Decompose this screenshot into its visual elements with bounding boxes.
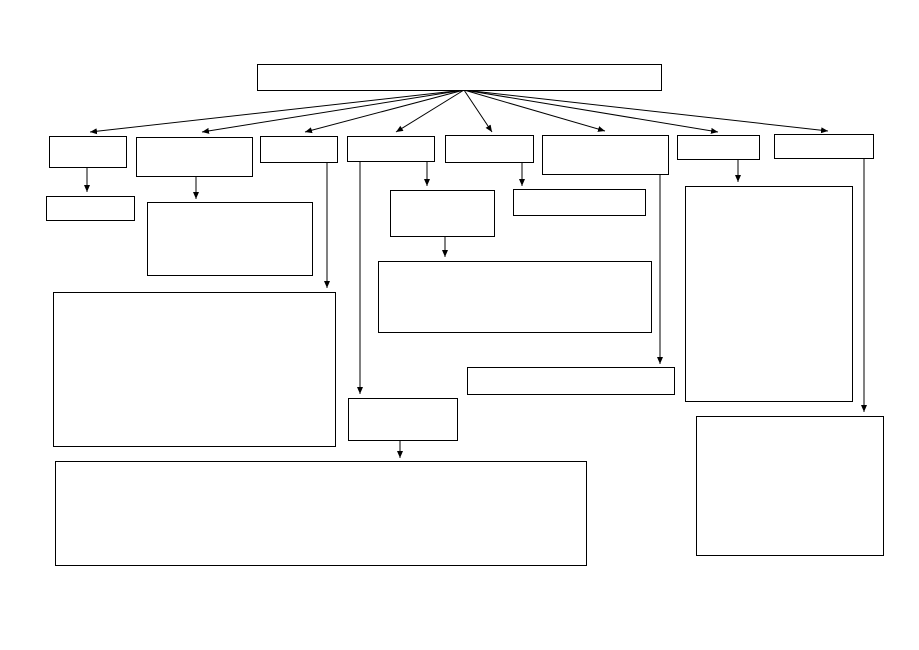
node-e2-child [513, 189, 646, 216]
node-l1-a [49, 136, 127, 168]
node-d-child [348, 398, 458, 441]
node-l1-f [542, 135, 669, 175]
node-box-l1-e [445, 135, 534, 163]
node-d-grandchild [55, 461, 587, 566]
node-l1-b [136, 137, 253, 177]
node-box-d-child [348, 398, 458, 441]
node-box-e-grandchild [378, 261, 652, 333]
connector-root-to-l1-b [201, 89, 465, 134]
node-e-child [390, 190, 495, 237]
node-box-a-child [46, 196, 135, 221]
node-box-l1-d [347, 136, 435, 162]
node-box-l1-h [774, 134, 874, 159]
node-l1-e [445, 135, 534, 163]
node-f-child [467, 367, 675, 395]
connector-root-to-l1-f [463, 89, 606, 132]
node-box-l1-a [49, 136, 127, 168]
node-box-e2-child [513, 189, 646, 216]
node-l1-d [347, 136, 435, 162]
connector-root-to-l1-a [89, 89, 465, 135]
node-l1-c [260, 136, 338, 163]
node-root [257, 64, 662, 91]
node-box-b-child [147, 202, 313, 276]
connector-root-to-l1-e [463, 89, 493, 133]
connector-root-to-l1-d [395, 89, 465, 133]
node-box-l1-f [542, 135, 669, 175]
node-c-child [53, 292, 336, 447]
node-box-c-child [53, 292, 336, 447]
node-layer [46, 64, 884, 566]
connector-root-to-l1-g [463, 89, 719, 134]
node-box-root [257, 64, 662, 91]
connector-root-to-l1-h [463, 89, 829, 134]
node-box-h-child [696, 416, 884, 556]
node-l1-h [774, 134, 874, 159]
node-box-l1-c [260, 136, 338, 163]
node-box-f-child [467, 367, 675, 395]
node-box-e-child [390, 190, 495, 237]
node-a-child [46, 196, 135, 221]
connector-layer [84, 89, 867, 458]
node-l1-g [677, 135, 760, 160]
node-box-g-child [685, 186, 853, 402]
node-box-l1-b [136, 137, 253, 177]
node-h-child [696, 416, 884, 556]
node-b-child [147, 202, 313, 276]
node-box-l1-g [677, 135, 760, 160]
node-box-d-grandchild [55, 461, 587, 566]
node-e-grandchild [378, 261, 652, 333]
node-g-child [685, 186, 853, 402]
connector-root-to-l1-c [304, 89, 465, 134]
